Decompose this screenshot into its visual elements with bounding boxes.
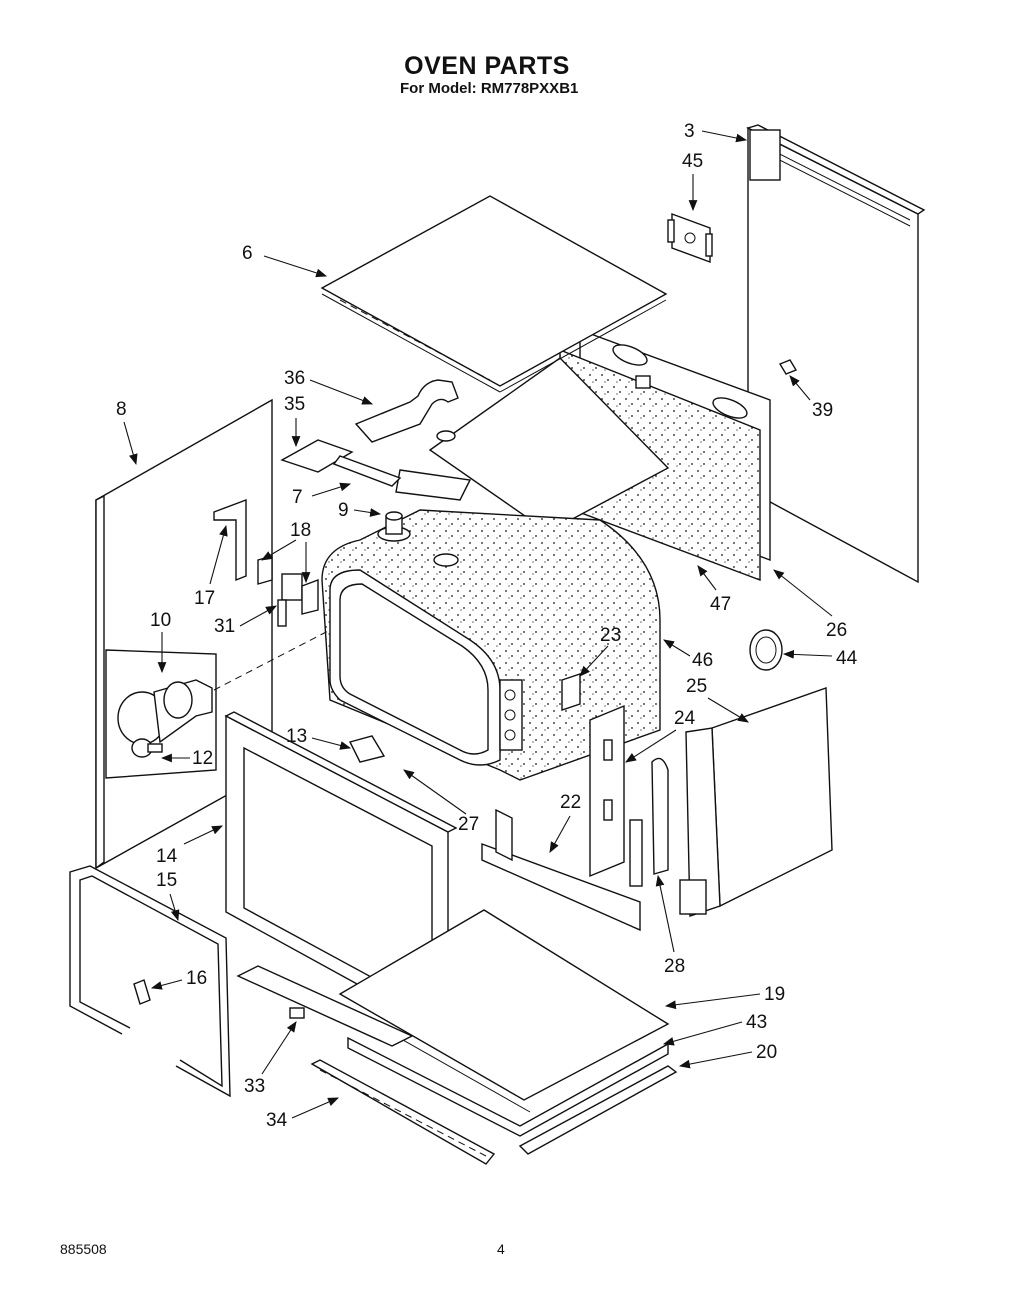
part-6-top-cover xyxy=(320,195,668,393)
callout-20: 20 xyxy=(756,1042,777,1063)
document-number: 885508 xyxy=(60,1241,107,1257)
callout-16: 16 xyxy=(186,968,207,989)
callout-33: 33 xyxy=(244,1076,265,1097)
callout-12: 12 xyxy=(192,748,213,769)
callout-3: 3 xyxy=(684,121,695,142)
part-22-rail xyxy=(481,808,641,932)
callout-19: 19 xyxy=(764,984,785,1005)
part-18-switch xyxy=(257,555,319,627)
callout-39: 39 xyxy=(812,400,833,421)
callout-34: 34 xyxy=(266,1110,288,1131)
part-44-ring xyxy=(749,629,783,671)
part-25-side-panel xyxy=(679,687,833,917)
part-43-bottom-panel xyxy=(347,1036,669,1137)
part-9-fitting xyxy=(377,511,411,542)
part-13-latch xyxy=(348,735,386,763)
callout-9: 9 xyxy=(338,500,349,521)
callout-47: 47 xyxy=(710,594,731,615)
callout-23: 23 xyxy=(600,625,621,646)
callout-28: 28 xyxy=(664,956,685,977)
model-subtitle: For Model: RM778PXXB1 xyxy=(400,80,579,97)
part-35-plate xyxy=(280,439,402,487)
part-36-vent-duct xyxy=(354,379,459,443)
oven-cavity xyxy=(321,509,661,781)
part-28-hinge xyxy=(629,757,669,887)
callouts: 3 45 6 36 35 8 7 9 18 17 31 10 39 47 26 … xyxy=(116,121,858,1131)
part-23-clip xyxy=(561,673,581,711)
callout-17: 17 xyxy=(194,588,215,609)
part-14-front-frame xyxy=(224,711,458,1036)
callout-15: 15 xyxy=(156,870,177,891)
callout-46: 46 xyxy=(692,650,713,671)
part-12-bulb xyxy=(131,738,163,758)
part-16-clip xyxy=(133,979,151,1005)
part-10-light-socket xyxy=(117,629,331,745)
callout-7: 7 xyxy=(292,487,303,508)
callout-44: 44 xyxy=(836,648,858,669)
part-15-door-gasket xyxy=(69,865,231,1098)
page-title: OVEN PARTS xyxy=(404,52,570,80)
callout-26: 26 xyxy=(826,620,847,641)
part-45-bracket xyxy=(667,212,713,264)
callout-18: 18 xyxy=(290,520,311,541)
callout-25: 25 xyxy=(686,676,707,697)
part-17-bracket xyxy=(213,498,247,582)
callout-35: 35 xyxy=(284,394,305,415)
callout-14: 14 xyxy=(156,846,178,867)
callout-27: 27 xyxy=(458,814,479,835)
part-34-vent-grille xyxy=(310,1059,496,1165)
callout-36: 36 xyxy=(284,368,305,389)
callout-43: 43 xyxy=(746,1012,767,1033)
callout-8: 8 xyxy=(116,399,127,420)
callout-13: 13 xyxy=(286,726,307,747)
callout-10: 10 xyxy=(150,610,171,631)
callout-45: 45 xyxy=(682,151,703,172)
callout-22: 22 xyxy=(560,792,581,813)
part-24-bracket xyxy=(589,704,625,878)
callout-24: 24 xyxy=(674,708,696,729)
part-33-bottom-bracket xyxy=(236,965,414,1047)
callout-31: 31 xyxy=(214,616,235,637)
part-20-bottom-rail xyxy=(518,1065,678,1155)
page-number: 4 xyxy=(497,1241,505,1257)
part-26-right-side-panel xyxy=(746,124,926,584)
callout-6: 6 xyxy=(242,243,253,264)
